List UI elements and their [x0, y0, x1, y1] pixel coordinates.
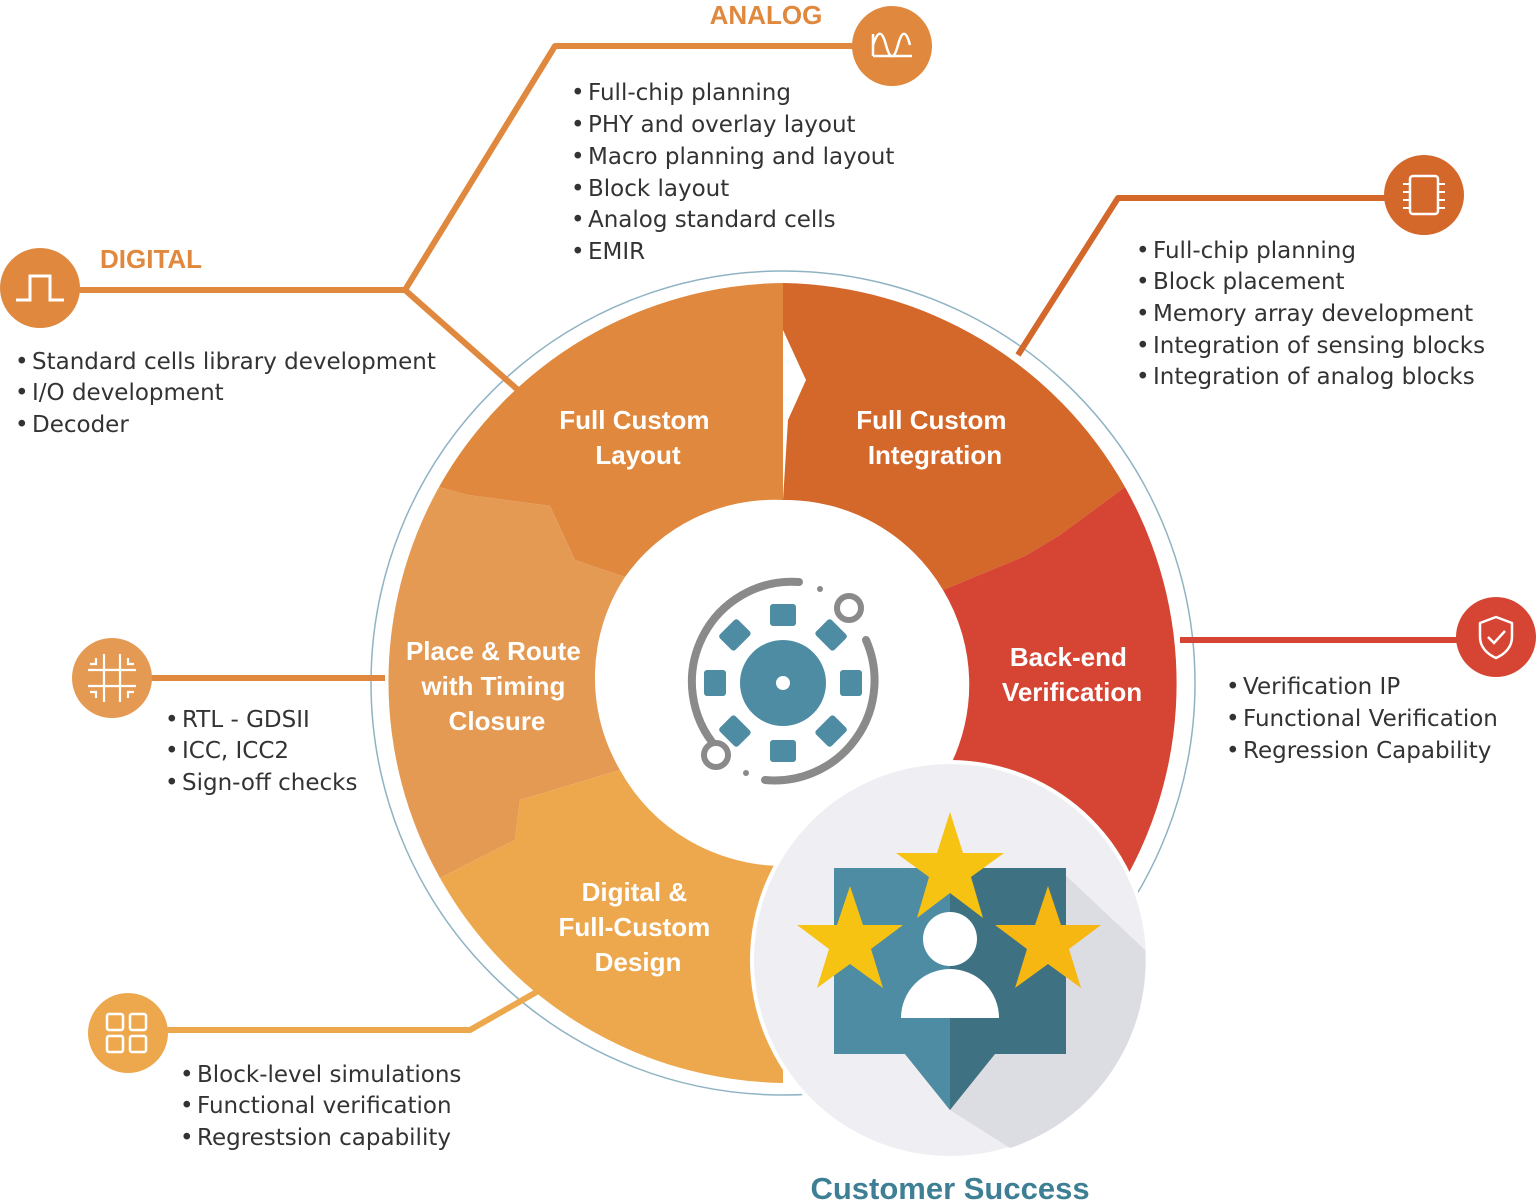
digital-list: •Standard cells library development •I/O… [15, 349, 443, 438]
digital-title: DIGITAL [100, 244, 202, 274]
square-wave-icon [0, 248, 80, 328]
connector-analog [402, 43, 892, 393]
grid-icon [88, 993, 168, 1073]
ring-segments [388, 283, 1177, 1083]
analog-title: ANALOG [710, 0, 823, 30]
pnr-list: •RTL - GDSII •ICC, ICC2 •Sign-off checks [165, 707, 357, 796]
gear-cycle-icon [687, 577, 879, 785]
segment-place-route [388, 487, 625, 878]
segment-full-custom-layout [439, 283, 783, 577]
center-circle [600, 500, 966, 866]
segment-label-verification: Back-end Verification [1002, 642, 1142, 707]
segment-label-integration: Full Custom Integration [856, 405, 1013, 470]
waveform-icon [852, 6, 932, 86]
segment-label-layout: Full Custom Layout [559, 405, 716, 470]
connectors [78, 43, 1496, 1033]
shield-check-icon [1456, 597, 1536, 677]
connector-design [128, 987, 542, 1033]
integration-list: •Full-chip planning •Block placement •Me… [1136, 238, 1492, 390]
segment-label-pnr: Place & Route with Timing Closure [406, 636, 588, 736]
circuit-icon [72, 638, 152, 718]
connector-integration [1015, 195, 1424, 357]
customer-success-label: Customer Success [810, 1171, 1089, 1202]
segment-label-design: Digital & Full-Custom Design [559, 877, 718, 977]
segment-digital-design [440, 770, 783, 1083]
outer-ring [370, 270, 1196, 1096]
design-list: •Block-level simulations •Functional ver… [180, 1062, 469, 1151]
user-stars-icon [797, 812, 1101, 1110]
verification-list: •Verification IP •Functional Verificatio… [1226, 674, 1505, 764]
segment-full-custom-integration [783, 283, 1125, 590]
chip-icon [1384, 155, 1464, 235]
customer-success-badge [750, 760, 1150, 1160]
analog-list: •Full-chip planning •PHY and overlay lay… [571, 80, 902, 265]
